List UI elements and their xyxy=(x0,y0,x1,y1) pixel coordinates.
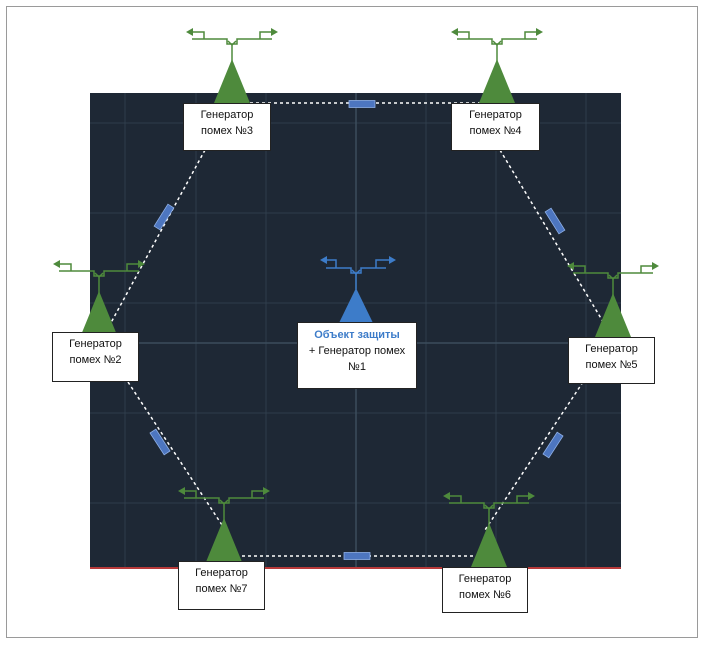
generator-2-label-line2: помех №2 xyxy=(69,354,122,366)
generator-2-label: Генератор помех №2 xyxy=(52,332,139,382)
link-g2-g7 xyxy=(127,381,223,526)
center-subtitle: + Генератор помех xyxy=(308,345,406,357)
generator-5-label: Генератор помех №5 xyxy=(568,337,655,384)
link-marker xyxy=(153,203,175,231)
generator-4-label-line2: помех №4 xyxy=(469,125,522,137)
protected-object-label: Объект защиты + Генератор помех №1 xyxy=(297,322,417,389)
protected-object-icon xyxy=(320,256,396,323)
link-marker xyxy=(343,552,371,560)
link-markers xyxy=(149,100,566,560)
generator-3-label-line2: помех №3 xyxy=(201,125,253,137)
generator-3-label-line1: Генератор xyxy=(200,109,254,121)
link-marker xyxy=(149,428,171,456)
generator-4-icon xyxy=(450,27,544,104)
center-number: №1 xyxy=(348,361,366,373)
generator-3-icon xyxy=(185,27,279,104)
generator-6-label-line2: помех №6 xyxy=(459,589,511,601)
link-marker xyxy=(544,207,566,235)
perimeter-links xyxy=(106,102,609,557)
center-title: Объект защиты xyxy=(314,329,400,341)
generator-4-label-line1: Генератор xyxy=(469,109,522,121)
link-g3-g2 xyxy=(106,149,206,331)
generator-5-label-line1: Генератор xyxy=(585,343,638,355)
diagram-frame xyxy=(6,6,698,638)
generator-5-label-line2: помех №5 xyxy=(585,359,638,371)
link-marker xyxy=(542,431,564,459)
link-g4-g5 xyxy=(499,149,609,331)
generator-3-label: Генератор помех №3 xyxy=(183,103,271,151)
link-marker xyxy=(348,100,376,108)
generator-6-label: Генератор помех №6 xyxy=(442,567,528,613)
generator-4-label: Генератор помех №4 xyxy=(451,103,540,151)
generator-2-label-line1: Генератор xyxy=(69,338,122,350)
generator-7-label-line1: Генератор xyxy=(195,567,248,579)
generator-7-label-line2: помех №7 xyxy=(195,583,248,595)
generator-7-label: Генератор помех №7 xyxy=(178,561,265,610)
generator-6-label-line1: Генератор xyxy=(458,573,512,585)
